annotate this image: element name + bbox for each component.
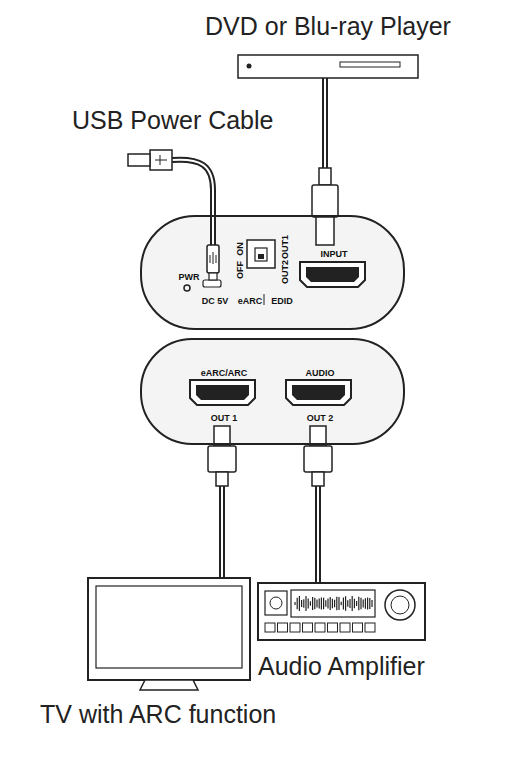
- port-label: INPUT: [321, 249, 348, 259]
- device-label: TV with ARC function: [40, 700, 276, 729]
- hdmi-plug-tip: [316, 217, 334, 245]
- amp-body: [258, 583, 425, 640]
- amplifier-node: Audio Amplifier: [258, 583, 425, 640]
- amp-dpad-ring: [270, 597, 282, 609]
- amp-waveform: [295, 596, 372, 611]
- port-label: OUT1: [280, 235, 290, 259]
- usb-a-plug: [150, 150, 172, 170]
- port-label: ON: [235, 242, 245, 256]
- port-label: AUDIO: [306, 368, 335, 378]
- usb-symbol: [155, 155, 167, 165]
- hdmi-port-inner: [292, 385, 345, 400]
- port-label: PWR: [179, 272, 200, 282]
- hdmi-port-inner: [306, 267, 359, 282]
- switch-lever: [255, 248, 267, 261]
- tv-node: TV with ARC function: [88, 578, 250, 680]
- amp-dpad: [265, 591, 287, 615]
- port-label: OUT2: [280, 260, 290, 284]
- hdmi-plug-relief: [216, 472, 228, 486]
- hdmi-out1-port: [190, 380, 255, 405]
- usb-a-tip: [128, 154, 150, 166]
- tv-stand: [140, 680, 198, 690]
- port-label: OFF: [235, 261, 245, 279]
- hdmi-plug-body: [312, 185, 338, 217]
- panel-fill: [140, 215, 405, 330]
- usb-cable: [172, 160, 213, 245]
- divider: [264, 294, 265, 305]
- hdmi-plug-body: [304, 446, 332, 472]
- panel-fill: [140, 338, 405, 445]
- port-label: eARC: [238, 296, 263, 306]
- port-label: OUT 1: [211, 413, 238, 423]
- player-body: [238, 55, 418, 78]
- hdmi-plug-relief: [312, 472, 324, 486]
- dip-switch: [247, 240, 275, 268]
- micro-usb-tip: [209, 273, 217, 280]
- player-node: DVD or Blu-ray Player: [238, 55, 418, 78]
- player-led: [247, 64, 252, 69]
- device-label: Audio Amplifier: [258, 652, 425, 681]
- hdmi-plug-relief: [319, 168, 331, 185]
- hdmi-out2-port: [286, 380, 351, 405]
- micro-usb-port: [203, 280, 221, 287]
- port-label: EDID: [271, 296, 293, 306]
- port-label: eARC/ARC: [201, 368, 248, 378]
- hdmi-plug-tip: [310, 426, 326, 446]
- device-top-panel: PWR DC 5V eARC EDID OFF ON OUT1OUT2 INPUT: [140, 215, 405, 330]
- disc-slot: [340, 62, 400, 67]
- port-label: DC 5V: [202, 296, 229, 306]
- micro-usb-plug: [207, 245, 219, 273]
- usb-symbol: [210, 252, 216, 264]
- cable-label: USB Power Cable: [72, 106, 273, 135]
- amp-knob-inner: [391, 596, 409, 614]
- usb-cable: [172, 160, 213, 245]
- hdmi-port-inner: [196, 385, 249, 400]
- amp-display: [291, 590, 375, 617]
- port-label: OUT 2: [307, 413, 334, 423]
- switch-knob: [258, 254, 264, 259]
- hdmi-plug-body: [208, 446, 236, 472]
- hdmi-input-port: [300, 262, 365, 287]
- power-led: [184, 285, 190, 291]
- hdmi-plug-tip: [214, 426, 230, 446]
- amp-knob: [385, 590, 415, 620]
- amp-buttons: [265, 623, 375, 632]
- device-bottom-panel: eARC/ARC AUDIO OUT 1 OUT 2: [140, 338, 405, 445]
- device-label: DVD or Blu-ray Player: [205, 12, 451, 41]
- tv-screen: [96, 586, 242, 668]
- tv-frame: [88, 578, 250, 680]
